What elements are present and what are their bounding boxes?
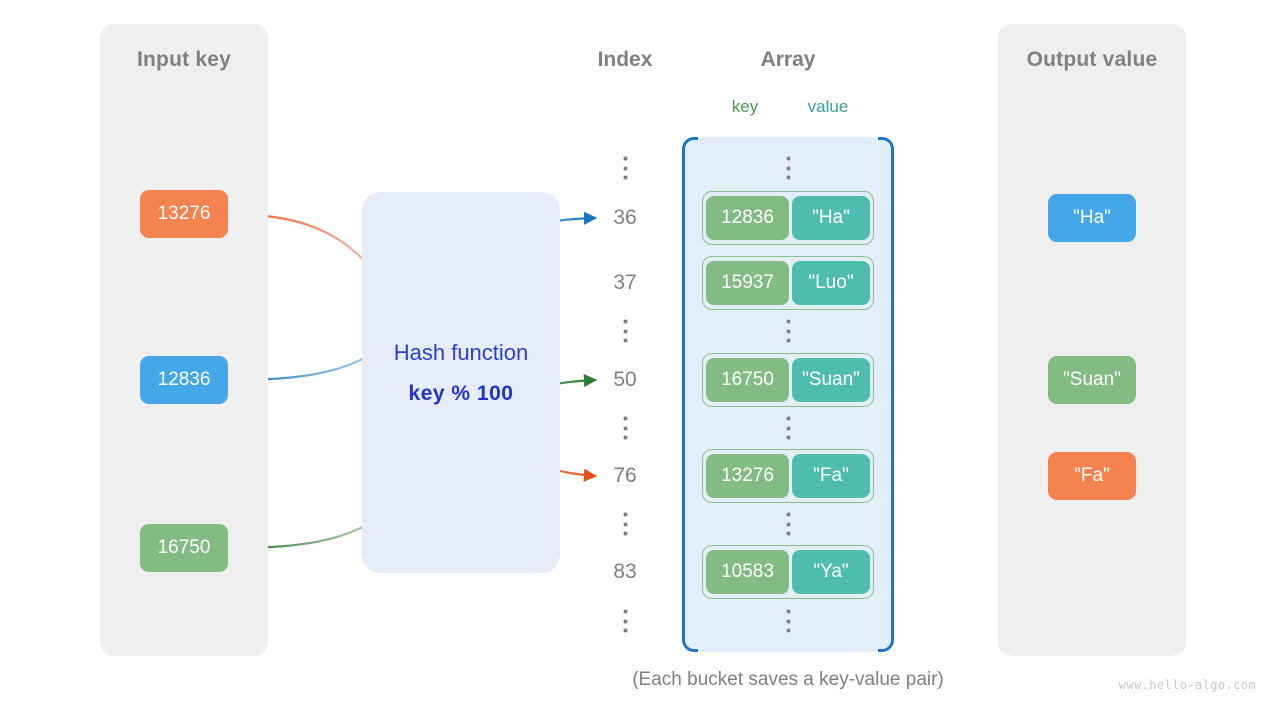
input-key-16750-label: 16750 <box>157 537 211 558</box>
index-ellipsis-icon <box>623 416 628 440</box>
input-key-12836[interactable]: 12836 <box>140 356 228 404</box>
index-column-heading: Index <box>597 48 653 71</box>
bucket-37-value: "Luo" <box>791 261 870 305</box>
input-panel-title: Input key <box>137 48 231 71</box>
output-value-fa-label: "Fa" <box>1074 465 1110 486</box>
hash-function-box: Hash function key % 100 <box>362 192 560 573</box>
bucket-76-value: "Fa" <box>791 454 870 498</box>
array-ellipsis-icon <box>786 512 791 536</box>
input-key-13276-label: 13276 <box>157 203 211 224</box>
index-ellipsis-icon <box>623 156 628 180</box>
bucket-37[interactable]: 15937 "Luo" <box>702 256 874 310</box>
array-bracket-left <box>682 137 698 652</box>
index-label-36: 36 <box>613 206 637 229</box>
index-ellipsis-icon <box>623 512 628 536</box>
index-label-83: 83 <box>613 560 637 583</box>
output-value-fa[interactable]: "Fa" <box>1048 452 1136 500</box>
bucket-36[interactable]: 12836 "Ha" <box>702 191 874 245</box>
key-subheading: key <box>731 97 759 116</box>
bucket-76[interactable]: 13276 "Fa" <box>702 449 874 503</box>
bracket-mask-bottom <box>698 647 878 652</box>
bucket-37-key: 15937 <box>706 261 789 305</box>
bucket-36-key: 12836 <box>706 196 789 240</box>
bucket-76-key: 13276 <box>706 454 789 498</box>
output-value-ha[interactable]: "Ha" <box>1048 194 1136 242</box>
bucket-50[interactable]: 16750 "Suan" <box>702 353 874 407</box>
input-key-16750[interactable]: 16750 <box>140 524 228 572</box>
array-bracket-right <box>878 137 894 652</box>
array-ellipsis-icon <box>786 609 791 633</box>
hash-function-formula: key % 100 <box>408 382 514 405</box>
index-label-76: 76 <box>613 464 637 487</box>
index-label-37: 37 <box>613 271 637 294</box>
input-key-12836-label: 12836 <box>157 369 211 390</box>
hash-function-title: Hash function <box>393 340 529 365</box>
value-subheading: value <box>807 97 849 116</box>
bucket-50-key: 16750 <box>706 358 789 402</box>
input-key-13276[interactable]: 13276 <box>140 190 228 238</box>
output-value-suan[interactable]: "Suan" <box>1048 356 1136 404</box>
bucket-83-key: 10583 <box>706 550 789 594</box>
bucket-50-value: "Suan" <box>791 358 870 402</box>
diagram-caption: (Each bucket saves a key-value pair) <box>632 669 944 690</box>
array-ellipsis-icon <box>786 319 791 343</box>
index-ellipsis-icon <box>623 609 628 633</box>
index-label-50: 50 <box>613 368 637 391</box>
bucket-36-value: "Ha" <box>791 196 870 240</box>
bucket-83[interactable]: 10583 "Ya" <box>702 545 874 599</box>
array-column-heading: Array <box>760 48 816 71</box>
output-value-suan-label: "Suan" <box>1063 369 1121 390</box>
watermark: www.hello-algo.com <box>1118 678 1256 692</box>
array-ellipsis-icon <box>786 416 791 440</box>
output-value-panel: Output value <box>998 24 1186 656</box>
output-panel-title: Output value <box>1026 48 1158 71</box>
bucket-83-value: "Ya" <box>791 550 870 594</box>
array-ellipsis-icon <box>786 156 791 180</box>
index-ellipsis-icon <box>623 319 628 343</box>
output-value-ha-label: "Ha" <box>1073 207 1111 228</box>
bracket-mask-top <box>698 137 878 142</box>
